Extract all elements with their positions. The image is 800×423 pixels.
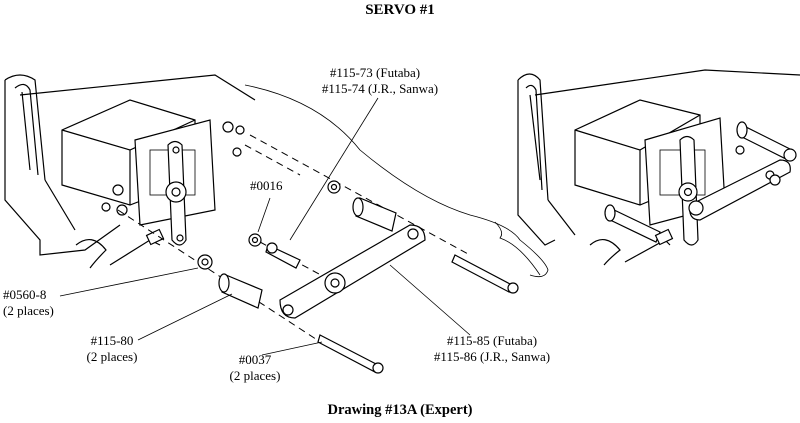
left-frame-side (4, 74, 256, 256)
label-0037: #0037 (238, 352, 272, 367)
label-0560-8: #0560-8 (3, 287, 47, 302)
label-0016: #0016 (250, 178, 283, 193)
left-grommets (101, 121, 245, 216)
left-link-arm (279, 224, 426, 319)
right-frame-side (517, 69, 800, 246)
left-servo-arm (165, 140, 187, 246)
leader-lines (59, 97, 471, 356)
left-wire-connector (75, 228, 165, 269)
diagram-title: SERVO #1 (365, 2, 435, 18)
right-linkage (604, 121, 797, 243)
label-0037-qty: (2 places) (229, 368, 281, 383)
left-hardware (197, 180, 519, 374)
label-115-80: #115-80 (90, 333, 134, 348)
label-115-85: #115-85 (Futaba) (446, 333, 538, 348)
label-115-80-qty: (2 places) (86, 349, 138, 364)
drawing-caption: Drawing #13A (Expert) (327, 402, 473, 418)
label-0560-8-qty: (2 places) (3, 303, 54, 318)
label-115-73: #115-73 (Futaba) (329, 65, 421, 80)
right-wire-connector (589, 228, 674, 266)
label-115-74: #115-74 (J.R., Sanwa) (321, 81, 439, 96)
left-servo-body (61, 99, 216, 226)
label-115-86: #115-86 (J.R., Sanwa) (433, 349, 551, 364)
cable-loop (244, 84, 549, 278)
